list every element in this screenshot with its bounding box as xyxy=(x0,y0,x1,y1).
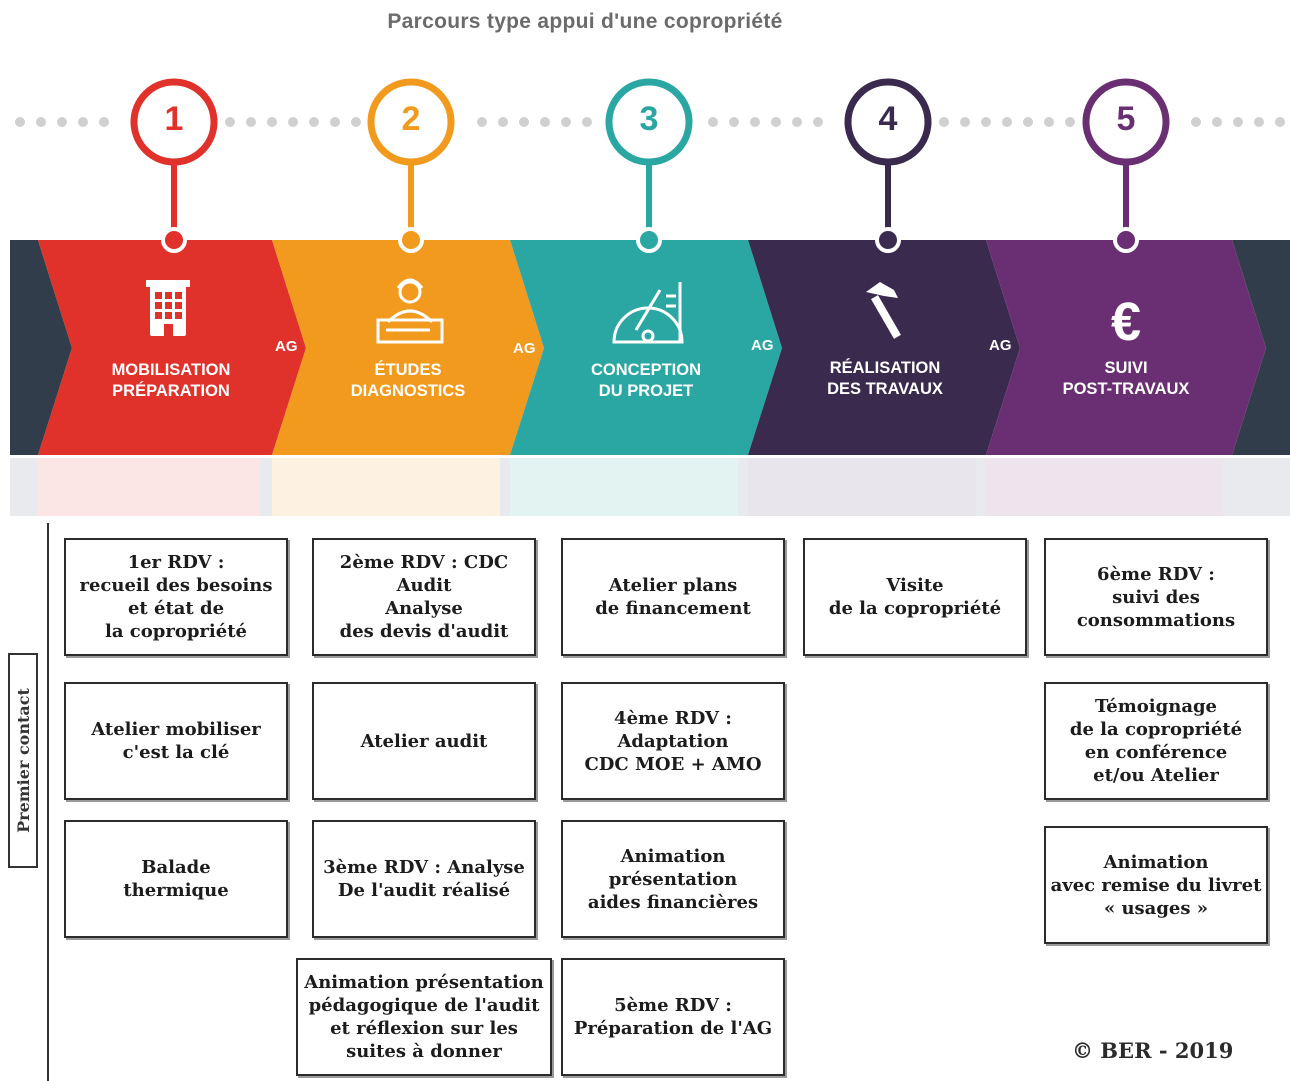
dot xyxy=(1065,117,1075,127)
engineer-icon xyxy=(376,278,444,344)
premier-contact-label: Premier contact xyxy=(8,653,38,868)
dot xyxy=(498,117,508,127)
step-number-5: 5 xyxy=(1116,100,1136,138)
dot xyxy=(1233,117,1243,127)
dot xyxy=(246,117,256,127)
stage-chevron-1 xyxy=(38,240,262,455)
step-number-2: 2 xyxy=(401,100,421,138)
dot xyxy=(561,117,571,127)
dot xyxy=(1023,117,1033,127)
dot xyxy=(729,117,739,127)
step-circle-2 xyxy=(367,78,455,166)
stage-chevron-3 xyxy=(510,240,738,455)
dot xyxy=(708,117,718,127)
dot xyxy=(57,117,67,127)
card-6eme-rdv: 6ème RDV : suivi des consommations xyxy=(1044,538,1268,656)
dot xyxy=(1254,117,1264,127)
dot xyxy=(78,117,88,127)
reflection-3 xyxy=(510,458,738,516)
dot xyxy=(15,117,25,127)
ag-label-2: AG xyxy=(513,340,536,357)
dot xyxy=(813,117,823,127)
dot xyxy=(792,117,802,127)
card-visite: Visite de la copropriété xyxy=(803,538,1027,656)
card-atelier-mobiliser: Atelier mobiliser c'est la clé xyxy=(64,682,288,800)
euro-icon: € xyxy=(1111,292,1141,352)
dot xyxy=(939,117,949,127)
card-animation-aides: Animation présentation aides financières xyxy=(561,820,785,938)
step-circle-3 xyxy=(605,78,693,166)
band-end xyxy=(1232,240,1290,455)
stage-chevron-2 xyxy=(272,240,500,455)
dot xyxy=(519,117,529,127)
step-number-4: 4 xyxy=(878,100,898,138)
dot xyxy=(1044,117,1054,127)
step-number-3: 3 xyxy=(639,100,659,138)
dot xyxy=(582,117,592,127)
ag-connector-2 xyxy=(500,240,544,455)
reflection-1 xyxy=(38,458,260,516)
card-1er-rdv: 1er RDV : recueil des besoins et état de… xyxy=(64,538,288,656)
ag-label-3: AG xyxy=(751,337,774,354)
copyright-notice: © BER - 2019 xyxy=(1072,1038,1234,1063)
card-temoignage: Témoignage de la copropriété en conféren… xyxy=(1044,682,1268,800)
dot xyxy=(540,117,550,127)
dot xyxy=(309,117,319,127)
dot xyxy=(225,117,235,127)
drafting-tools-icon xyxy=(612,282,684,344)
reflection-5 xyxy=(985,458,1223,516)
dot xyxy=(1275,117,1285,127)
dot xyxy=(1212,117,1222,127)
band-start xyxy=(10,240,72,455)
dot xyxy=(1002,117,1012,127)
dot xyxy=(960,117,970,127)
dot xyxy=(36,117,46,127)
reflection-2 xyxy=(272,458,500,516)
timeline-divider xyxy=(47,523,49,1081)
diagram-title: Parcours type appui d'une copropriété xyxy=(387,10,783,33)
stage-chevron-4 xyxy=(748,240,976,455)
ag-connector-4 xyxy=(976,240,1020,455)
dot xyxy=(477,117,487,127)
stage-chevron-5 xyxy=(986,240,1266,455)
dot xyxy=(330,117,340,127)
card-atelier-audit: Atelier audit xyxy=(312,682,536,800)
ag-connector-1 xyxy=(262,240,306,455)
card-4eme-rdv: 4ème RDV : Adaptation CDC MOE + AMO xyxy=(561,682,785,800)
dot xyxy=(351,117,361,127)
ag-label-1: AG xyxy=(275,338,298,355)
card-atelier-financement: Atelier plans de financement xyxy=(561,538,785,656)
building-icon xyxy=(146,280,190,336)
dot xyxy=(288,117,298,127)
card-animation-livret: Animation avec remise du livret « usages… xyxy=(1044,826,1268,944)
reflection-4 xyxy=(748,458,976,516)
dot xyxy=(771,117,781,127)
card-5eme-rdv: 5ème RDV : Préparation de l'AG xyxy=(561,958,785,1076)
step-circle-1 xyxy=(130,78,218,166)
step-number-1: 1 xyxy=(164,100,184,138)
ag-connector-3 xyxy=(738,240,782,455)
dot xyxy=(1191,117,1201,127)
svg-text:€: € xyxy=(1111,292,1141,352)
dot xyxy=(750,117,760,127)
dot xyxy=(981,117,991,127)
dotted-line xyxy=(15,117,1285,127)
step-circle-5 xyxy=(1082,78,1170,166)
card-3eme-rdv: 3ème RDV : Analyse De l'audit réalisé xyxy=(312,820,536,938)
process-band: € xyxy=(10,78,1290,516)
card-2eme-rdv: 2ème RDV : CDC Audit Analyse des devis d… xyxy=(312,538,536,656)
card-balade-thermique: Balade thermique xyxy=(64,820,288,938)
dot xyxy=(99,117,109,127)
dot xyxy=(267,117,277,127)
step-circle-4 xyxy=(844,78,932,166)
hammer-icon xyxy=(866,282,901,339)
card-animation-audit: Animation présentation pédagogique de l'… xyxy=(296,958,552,1076)
ag-label-4: AG xyxy=(989,337,1012,354)
